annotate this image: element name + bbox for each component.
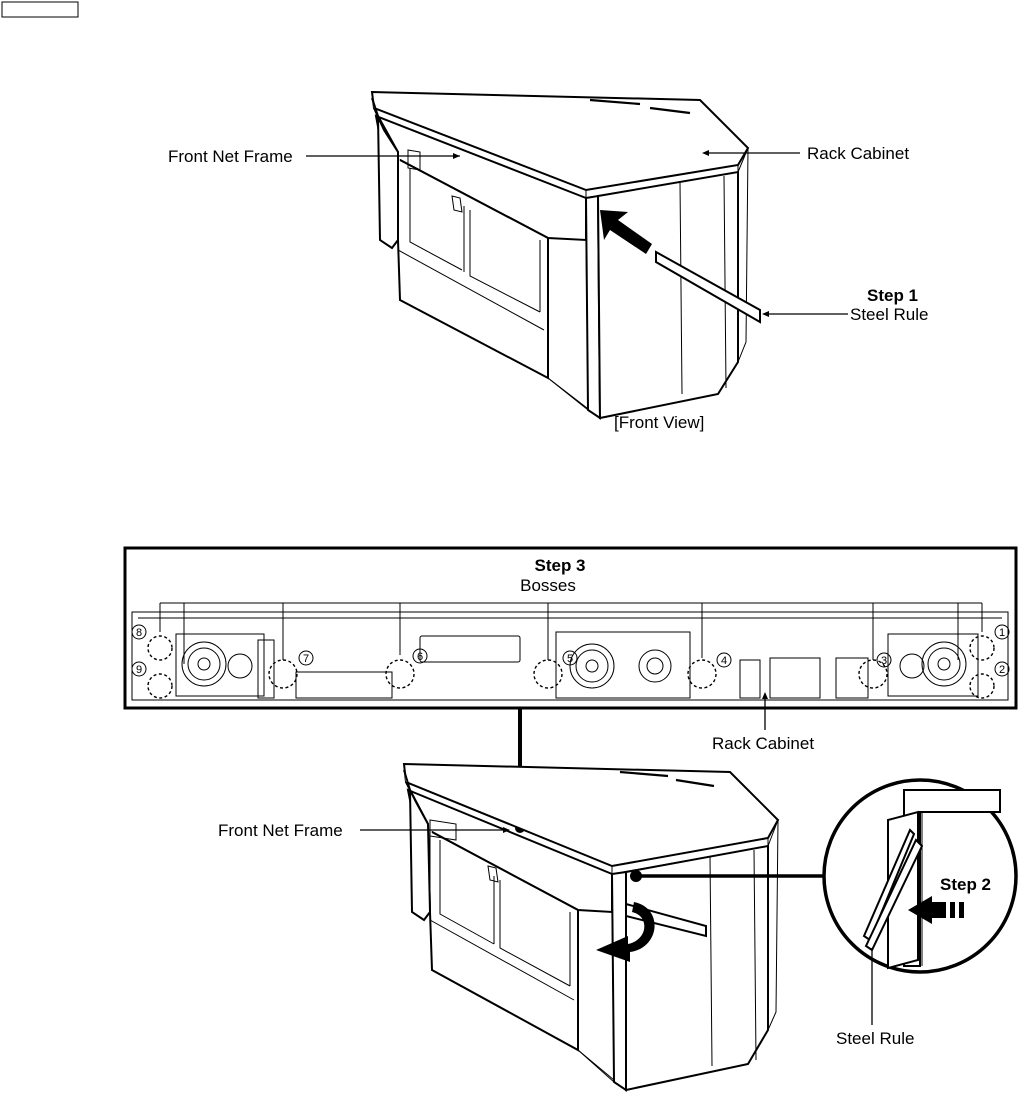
label-front-net-frame-bottom: Front Net Frame: [218, 821, 343, 840]
boss-1: [969, 635, 995, 661]
svg-text:5: 5: [567, 653, 573, 665]
boss-number-4: 4: [716, 652, 732, 668]
detail-magnifier: [822, 778, 1018, 974]
label-rack-cabinet-panel: Rack Cabinet: [712, 734, 814, 753]
boss-2: [969, 673, 995, 699]
boss-number-8: 8: [131, 624, 147, 640]
svg-text:9: 9: [136, 664, 142, 676]
svg-text:6: 6: [417, 651, 423, 663]
boss-number-5: 5: [562, 650, 578, 666]
label-step1-title: Step 1: [867, 286, 918, 305]
bosses-panel: Step 3 Bosses: [123, 546, 1018, 730]
label-front-view: [Front View]: [614, 413, 704, 432]
label-step1-text: Steel Rule: [850, 305, 928, 324]
boss-number-2: 2: [994, 661, 1010, 677]
cabinet-front-view: [370, 90, 750, 420]
steel-rule-top: [655, 250, 761, 324]
cabinet-lower-view: [402, 762, 780, 1092]
boss-number-7: 7: [298, 650, 314, 666]
svg-text:8: 8: [136, 627, 142, 639]
boss-5: [533, 659, 563, 689]
label-rack-cabinet-top: Rack Cabinet: [807, 144, 909, 163]
label-step2-title: Step 2: [940, 875, 991, 894]
boss-7: [268, 659, 298, 689]
svg-text:1: 1: [999, 627, 1005, 639]
svg-text:2: 2: [999, 664, 1005, 676]
boss-3: [858, 659, 888, 689]
boss-number-1: 1: [994, 624, 1010, 640]
boss-9: [147, 673, 173, 699]
svg-text:3: 3: [881, 655, 887, 667]
boss-number-6: 6: [412, 648, 428, 664]
boss-8: [147, 635, 173, 661]
rotate-arrow: [596, 902, 655, 962]
boss-6: [385, 659, 415, 689]
label-step3-title: Step 3: [534, 556, 585, 575]
boss-number-9: 9: [131, 661, 147, 677]
boss-number-3: 3: [876, 652, 892, 668]
svg-text:7: 7: [303, 653, 309, 665]
label-front-net-frame-top: Front Net Frame: [168, 147, 293, 166]
insert-arrow: [600, 210, 652, 254]
svg-text:4: 4: [721, 655, 727, 667]
boss-4: [687, 659, 717, 689]
page-marker-box: [1, 1, 79, 18]
label-step3-text: Bosses: [520, 576, 576, 595]
label-steel-rule-bottom: Steel Rule: [836, 1029, 914, 1048]
